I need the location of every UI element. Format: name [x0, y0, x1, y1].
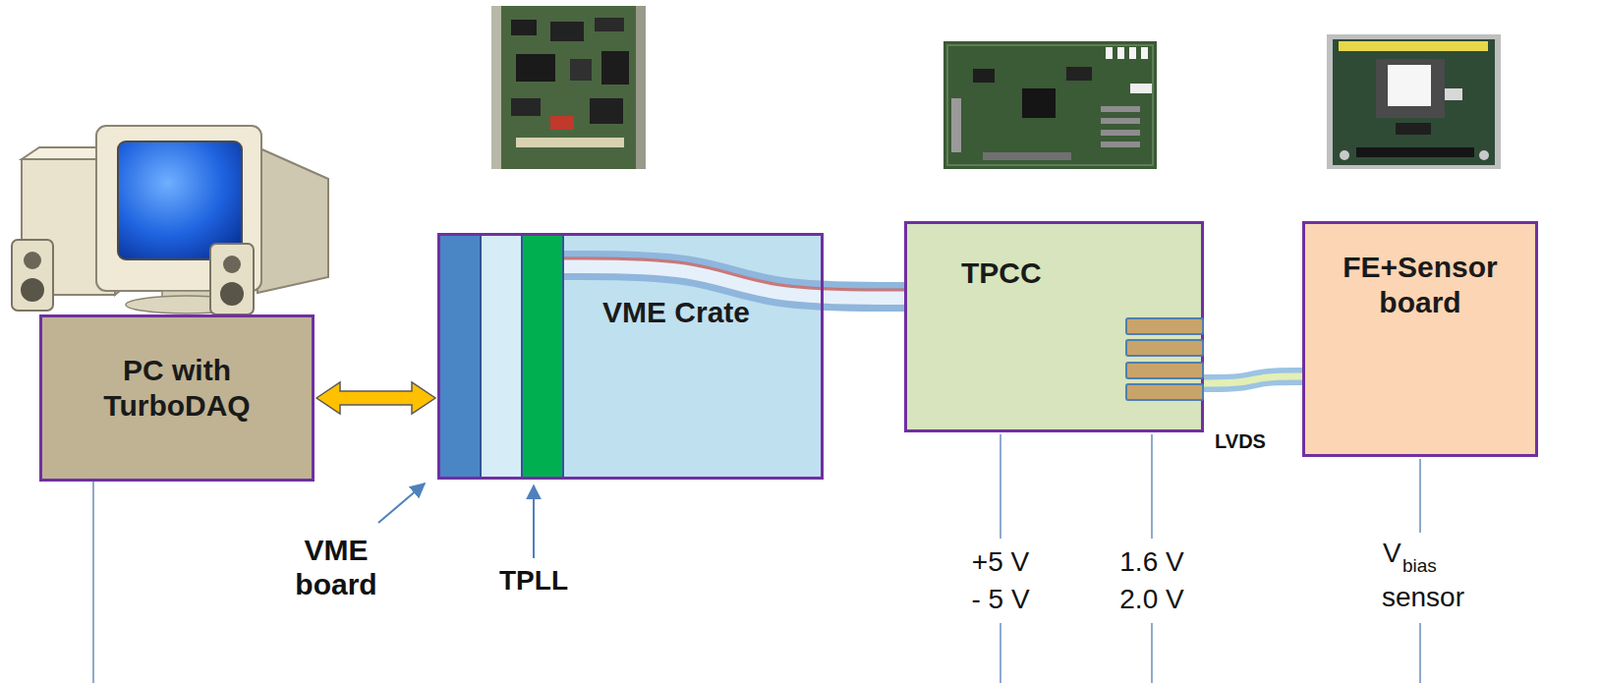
sensor-board-box: FE+Sensor board: [1302, 221, 1539, 458]
voltage-label: sensor: [1354, 581, 1492, 614]
box-title: VME Crate: [602, 294, 750, 331]
connector-symbol: [1125, 317, 1204, 336]
connector-symbol: [1125, 361, 1204, 380]
voltage-subscript: bias: [1402, 555, 1462, 577]
part-label: VME board: [267, 533, 405, 602]
connector-symbol: [1125, 339, 1204, 357]
vme-crate-box: VME Crate: [437, 232, 824, 480]
voltage-label: 2.0 V: [1092, 583, 1211, 616]
connector-symbol: [1125, 383, 1204, 401]
board-slot: [440, 235, 482, 477]
voltage-label: - 5 V: [941, 583, 1060, 616]
cable: [561, 258, 905, 297]
signal-label: LVDS: [1196, 430, 1285, 454]
cable-sheath: [1203, 376, 1303, 384]
double-arrow: [316, 382, 436, 414]
computer-clipart: [11, 125, 329, 315]
part-label: TPLL: [484, 565, 583, 597]
pc-box: PC with TurboDAQ: [39, 314, 315, 482]
leader-arrow: [532, 485, 535, 559]
data-link-arrow: [316, 382, 436, 414]
voltage-label: +5 V: [941, 546, 1060, 578]
cable-stripe: [561, 258, 905, 290]
board-slot: [522, 235, 565, 477]
cable: [1203, 376, 1303, 384]
voltage-label: 1.6 V: [1092, 546, 1211, 578]
cable-core: [561, 265, 905, 297]
tpcc-box: TPCC: [904, 221, 1204, 433]
tpcc-photo: [943, 41, 1157, 170]
board-slot: [481, 235, 523, 477]
vme-board-photo: [491, 5, 646, 170]
sensor-board-photo: [1326, 34, 1501, 170]
cable-core: [1203, 376, 1303, 384]
box-title: FE+Sensor board: [1316, 249, 1524, 321]
box-title: TPCC: [961, 255, 1042, 291]
cable-sheath: [561, 265, 905, 297]
leader-arrow: [378, 483, 425, 523]
box-title: PC with TurboDAQ: [68, 352, 286, 424]
